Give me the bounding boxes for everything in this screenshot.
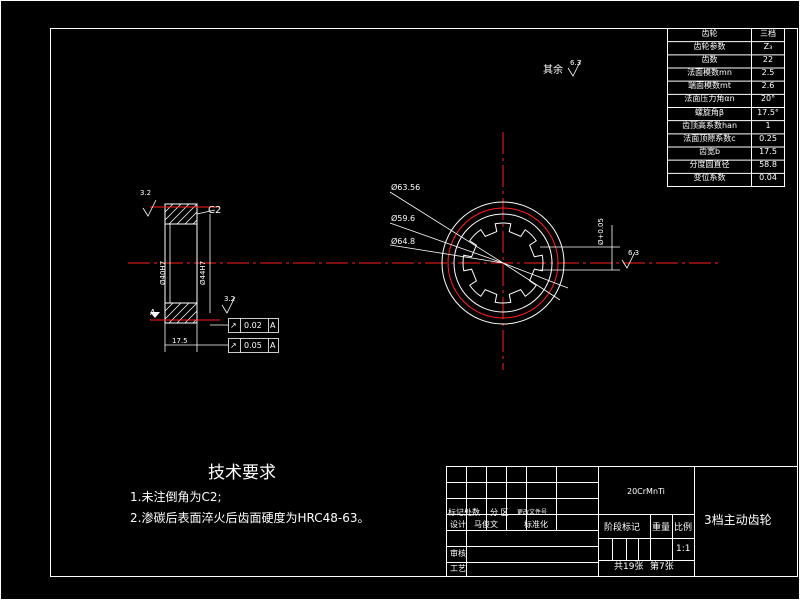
gear-table-param-10: 分度圆直径: [689, 160, 730, 170]
gear-table-value-7: 1: [765, 120, 771, 130]
roughness-value-bottom: 3.2: [224, 295, 236, 303]
gear-table-param-8: 法面顶隙系数c: [683, 133, 736, 143]
zone-label: 分 区: [490, 508, 509, 517]
stage-mark-label: 阶段标记: [604, 523, 641, 533]
tolerance-value-2: 0.05: [244, 341, 262, 350]
rest-roughness-label: 其余: [543, 65, 563, 76]
gear-table-value-1: Z₃: [763, 41, 773, 51]
tolerance-value-1: 0.02: [244, 321, 262, 330]
spline-bore: [462, 222, 544, 304]
section-dim-outer: Ø44H7: [199, 260, 207, 285]
tech-req-item-1: 1.未注倒角为C2;: [130, 490, 222, 504]
gear-table-value-2: 22: [762, 54, 774, 64]
tolerance-ref-2: A: [270, 341, 276, 350]
diameter-dim-3: Ø64.8: [391, 237, 416, 246]
rest-roughness-value: 6.3: [570, 59, 582, 67]
gear-table-value-3: 2.5: [761, 68, 775, 77]
tip-circle: [441, 201, 565, 325]
gear-table-param-7: 齿顶高系数han: [681, 120, 738, 130]
gear-table-value-11: 0.04: [759, 173, 777, 183]
tech-req-item-2: 2.渗碳后表面淬火后齿面硬度为HRC48-63。: [130, 511, 370, 525]
gear-table-param-4: 端面模数mt: [688, 81, 731, 91]
gear-table-param-11: 变位系数: [693, 173, 726, 183]
sheets-total: 共19张: [614, 562, 644, 572]
roughness-value-right: 6.3: [628, 249, 640, 257]
gear-table-value-8: 0.25: [759, 133, 777, 143]
front-view: [389, 132, 636, 370]
tolerance-ref-1: A: [270, 321, 276, 330]
width-dimension: 17.5: [172, 337, 188, 345]
diameter-dim-2: Ø59.6: [391, 214, 416, 223]
gear-table-param-3: 法面模数mn: [687, 68, 732, 77]
gear-table-value-9: 17.5: [759, 147, 777, 156]
tolerance-symbol-2: ↗: [230, 341, 237, 350]
gear-table-value-0: 三档: [760, 28, 776, 38]
inner-border: [50, 28, 798, 577]
gear-table-param-6: 螺旋角β: [694, 107, 725, 117]
section-view: [128, 199, 720, 353]
gear-table-value-6: 17.5°: [757, 107, 779, 117]
gear-table-param-0: 齿轮: [701, 28, 718, 38]
chamfer-label: C2: [208, 205, 222, 216]
gear-table-param-1: 齿轮参数: [693, 41, 726, 51]
designer-name: 马俊文: [474, 520, 498, 529]
gear-table-param-5: 法面压力角αn: [684, 94, 735, 104]
roughness-value-top: 3.2: [140, 189, 152, 197]
gear-table-value-5: 20°: [760, 94, 776, 104]
material-label: 20CrMnTi: [627, 487, 665, 496]
review-label: 审核: [450, 549, 466, 558]
process-label: 工艺: [450, 564, 466, 573]
change-doc-label: 更改文件号: [517, 509, 548, 516]
datum-label: A: [150, 308, 156, 317]
section-dim-inner: Ø40H7: [159, 260, 167, 285]
sheet-number: 第7张: [650, 562, 674, 572]
diameter-dim-1: Ø63.56: [391, 183, 421, 192]
scale-value: 1:1: [676, 544, 691, 554]
part-name: 3档主动齿轮: [704, 513, 772, 527]
tolerance-symbol-1: ↗: [230, 321, 237, 330]
weight-label: 重量: [652, 523, 671, 533]
pitch-circle: [447, 207, 559, 319]
gear-table-param-9: 齿宽b: [698, 147, 721, 156]
title-block: [446, 466, 798, 577]
root-circle: [453, 213, 553, 313]
design-label: 设计: [450, 520, 466, 529]
gear-table-value-10: 58.8: [759, 160, 777, 170]
gear-table-value-4: 2.6: [761, 81, 775, 91]
gear-table-param-2: 齿数: [701, 54, 718, 64]
standard-label: 标准化: [524, 520, 548, 529]
scale-label: 比例: [674, 523, 693, 533]
small-dimension: Ø+0.05: [597, 218, 605, 245]
mark-label: 标记处数: [448, 508, 480, 517]
tech-req-title: 技术要求: [208, 463, 276, 483]
